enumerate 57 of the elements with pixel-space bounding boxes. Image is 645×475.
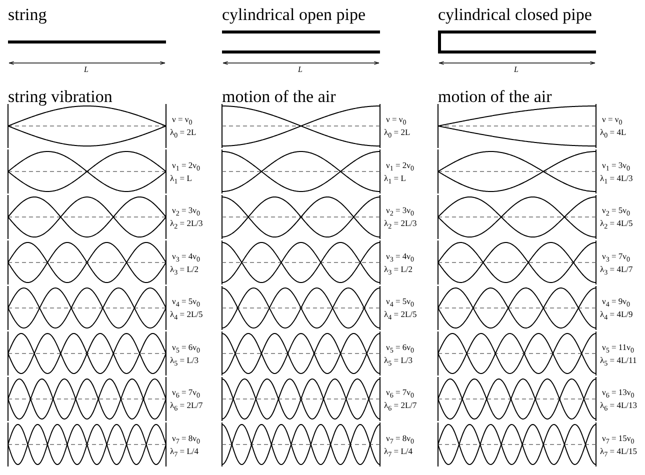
frequency-formula: ν$_{5}$ = 11ν$_{0}$ [602,342,634,354]
frequency-formula: ν$_{2}$ = 3ν$_{0}$ [172,206,200,218]
frequency-formula: ν = ν$_{0}$ [386,115,406,127]
wavelength-formula: λ$_{7}$ = L/4 [170,446,199,458]
wavelength-formula: λ$_{0}$ = 2L [384,128,410,140]
wavelength-formula: λ$_{7}$ = L/4 [384,446,413,458]
wavelength-formula: λ$_{1}$ = L [170,174,192,186]
section-title: motion of the air [222,88,336,105]
wavelength-formula: λ$_{2}$ = 2L/3 [384,219,417,231]
wavelength-formula: λ$_{0}$ = 2L [170,128,196,140]
frequency-formula: ν$_{2}$ = 5ν$_{0}$ [602,206,630,218]
frequency-formula: ν = ν$_{0}$ [172,115,192,127]
frequency-formula: ν$_{6}$ = 7ν$_{0}$ [172,388,200,400]
frequency-formula: ν = ν$_{0}$ [602,115,622,127]
frequency-formula: ν$_{2}$ = 3ν$_{0}$ [386,206,414,218]
frequency-formula: ν$_{7}$ = 8ν$_{0}$ [172,434,200,446]
wavelength-formula: λ$_{6}$ = 2L/7 [170,401,203,413]
wavelength-formula: λ$_{4}$ = 4L/9 [600,310,633,322]
frequency-formula: ν$_{4}$ = 5ν$_{0}$ [386,297,414,309]
frequency-formula: ν$_{1}$ = 3ν$_{0}$ [602,160,630,172]
frequency-formula: ν$_{4}$ = 9ν$_{0}$ [602,297,630,309]
section-title: string vibration [8,88,112,105]
wavelength-formula: λ$_{5}$ = L/3 [170,356,199,368]
wavelength-formula: λ$_{7}$ = 4L/15 [600,446,638,458]
section-title: motion of the air [438,88,552,105]
wavelength-formula: λ$_{1}$ = L [384,174,406,186]
frequency-formula: ν$_{7}$ = 8ν$_{0}$ [386,434,414,446]
dimension-label: L [84,66,88,74]
frequency-formula: ν$_{6}$ = 13ν$_{0}$ [602,388,634,400]
frequency-formula: ν$_{6}$ = 7ν$_{0}$ [386,388,414,400]
wavelength-formula: λ$_{3}$ = 4L/7 [600,264,633,276]
wavelength-formula: λ$_{3}$ = L/2 [170,264,199,276]
wavelength-formula: λ$_{2}$ = 2L/3 [170,219,203,231]
wavelength-formula: λ$_{4}$ = 2L/5 [170,310,203,322]
frequency-formula: ν$_{5}$ = 6ν$_{0}$ [172,342,200,354]
dimension-label: L [514,66,518,74]
wavelength-formula: λ$_{3}$ = L/2 [384,264,413,276]
frequency-formula: ν$_{1}$ = 2ν$_{0}$ [386,160,414,172]
frequency-formula: ν$_{4}$ = 5ν$_{0}$ [172,297,200,309]
wavelength-formula: λ$_{5}$ = 4L/11 [600,356,637,368]
column-title: string [8,6,47,23]
wavelength-formula: λ$_{4}$ = 2L/5 [384,310,417,322]
frequency-formula: ν$_{3}$ = 4ν$_{0}$ [386,252,414,264]
wavelength-formula: λ$_{6}$ = 4L/13 [600,401,638,413]
dimension-label: L [298,66,302,74]
wavelength-formula: λ$_{2}$ = 4L/5 [600,219,633,231]
wavelength-formula: λ$_{1}$ = 4L/3 [600,174,633,186]
wavelength-formula: λ$_{0}$ = 4L [600,128,626,140]
wavelength-formula: λ$_{5}$ = L/3 [384,356,413,368]
column-title: cylindrical closed pipe [438,6,592,23]
frequency-formula: ν$_{7}$ = 15ν$_{0}$ [602,434,634,446]
frequency-formula: ν$_{3}$ = 7ν$_{0}$ [602,252,630,264]
frequency-formula: ν$_{5}$ = 6ν$_{0}$ [386,342,414,354]
frequency-formula: ν$_{3}$ = 4ν$_{0}$ [172,252,200,264]
column-title: cylindrical open pipe [222,6,366,23]
wavelength-formula: λ$_{6}$ = 2L/7 [384,401,417,413]
frequency-formula: ν$_{1}$ = 2ν$_{0}$ [172,160,200,172]
